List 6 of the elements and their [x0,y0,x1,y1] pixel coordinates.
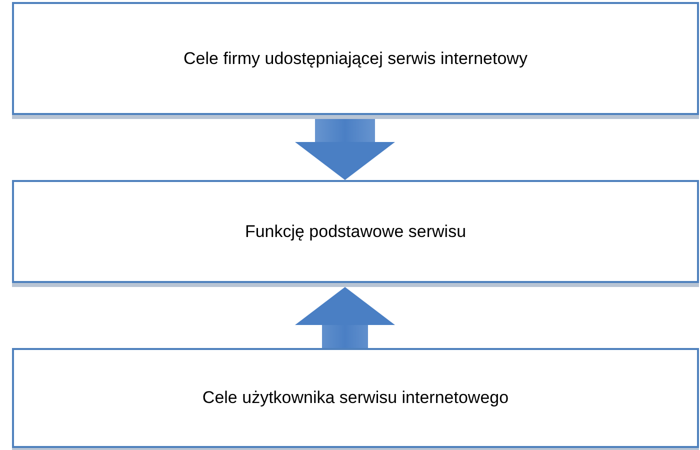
box-label: Funkcję podstawowe serwisu [244,222,466,242]
box-label: Cele firmy udostępniającej serwis internetowy [184,48,528,68]
box-label: Cele użytkownika serwisu internetowego [202,388,509,408]
block-arrow [295,287,395,348]
block-arrow [295,117,395,180]
process-box [12,348,699,448]
